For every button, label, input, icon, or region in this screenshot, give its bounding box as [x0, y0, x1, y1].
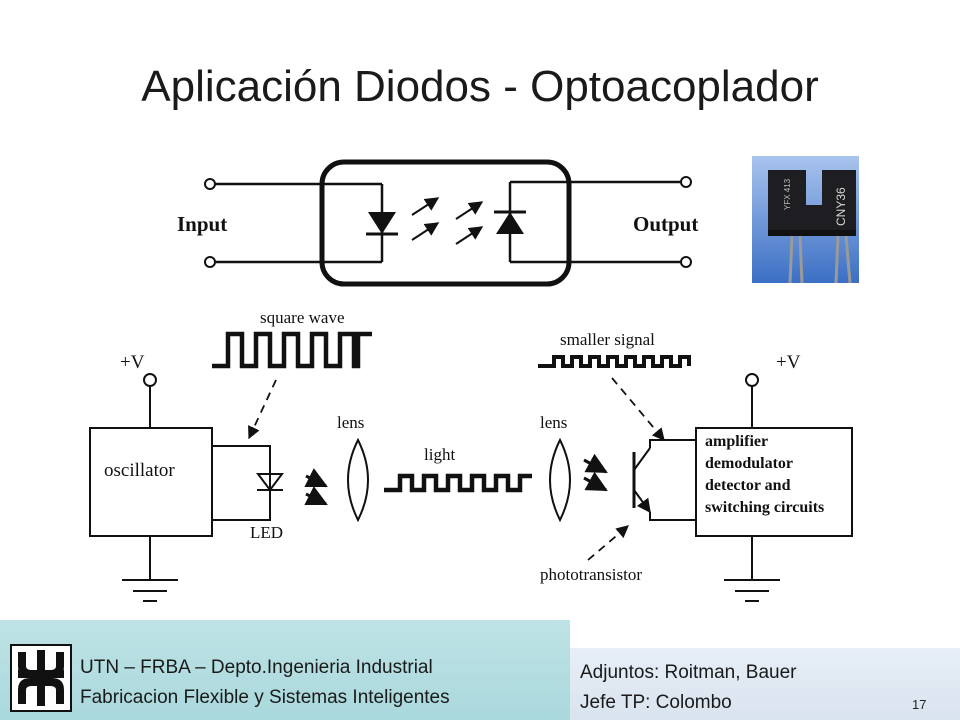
- smaller-signal-arrow: [611, 377, 665, 441]
- receiver-line: detector and: [705, 477, 791, 494]
- led-diode-symbol: [368, 212, 396, 234]
- footer-line-1: UTN – FRBA – Depto.Ingenieria Industrial: [80, 657, 433, 678]
- output-terminal-top: [680, 176, 692, 188]
- component-photo: CNY36 YFX 413: [752, 156, 859, 284]
- lens-left: [347, 437, 369, 523]
- phototransistor-light-arrow: [583, 471, 608, 492]
- led-symbol: [256, 473, 284, 492]
- lens-label-right: lens: [540, 413, 567, 432]
- receiver-line: amplifier: [705, 433, 768, 450]
- lens-label-left: lens: [337, 413, 364, 432]
- led-label: LED: [250, 523, 283, 542]
- optocoupler-package: [319, 159, 572, 287]
- output-label: Output: [633, 212, 698, 236]
- led-light-arrow: [304, 468, 328, 488]
- photo-part-label: CNY36: [834, 187, 848, 226]
- photodiode-symbol: [496, 212, 524, 234]
- oscillator-block: [89, 427, 213, 537]
- light-label: light: [424, 445, 455, 464]
- right-supply-label: +V: [776, 352, 801, 373]
- output-terminal-bottom: [680, 256, 692, 268]
- input-terminal-bottom: [204, 256, 216, 268]
- phototransistor-label: phototransistor: [540, 565, 642, 584]
- optocoupler-symbol: Input Output: [177, 159, 698, 287]
- light-wave: [384, 473, 532, 493]
- phototransistor-symbol: [632, 439, 696, 521]
- receiver-block: [695, 427, 853, 537]
- light-arrow: [455, 226, 484, 245]
- photo-part-label: YFX 413: [783, 178, 792, 210]
- footer-staff-2: Jefe TP: Colombo: [580, 692, 732, 713]
- utn-logo-icon: [10, 644, 72, 712]
- smaller-signal-wave: [538, 355, 691, 368]
- light-arrow: [455, 201, 484, 220]
- footer-staff-1: Adjuntos: Roitman, Bauer: [580, 662, 797, 683]
- phototransistor-light-arrow: [583, 453, 608, 474]
- light-arrow: [411, 197, 440, 216]
- footer-left-band: [0, 620, 570, 720]
- footer-line-2: Fabricacion Flexible y Sistemas Intelige…: [80, 687, 450, 708]
- footer-right-band: [570, 648, 960, 720]
- smaller-signal-label: smaller signal: [560, 330, 655, 349]
- transmission-circuit: square wave smaller signal +V oscillator…: [89, 308, 853, 602]
- right-supply-terminal: [745, 373, 759, 387]
- square-wave-signal: [212, 331, 372, 369]
- input-terminal-top: [204, 178, 216, 190]
- phototransistor-pointer-arrow: [587, 525, 629, 561]
- square-wave-arrow: [248, 379, 277, 440]
- oscillator-label: oscillator: [104, 460, 175, 481]
- input-label: Input: [177, 212, 227, 236]
- lens-right: [549, 437, 571, 523]
- left-supply-terminal: [143, 373, 157, 387]
- slide-title: Aplicación Diodos - Optoacoplador: [141, 62, 819, 111]
- light-arrow: [411, 222, 440, 241]
- led-light-arrow: [304, 486, 328, 506]
- left-supply-label: +V: [120, 352, 145, 373]
- page-number: 17: [912, 697, 927, 712]
- square-wave-label: square wave: [260, 308, 345, 327]
- receiver-line: switching circuits: [705, 499, 824, 516]
- receiver-line: demodulator: [705, 455, 793, 472]
